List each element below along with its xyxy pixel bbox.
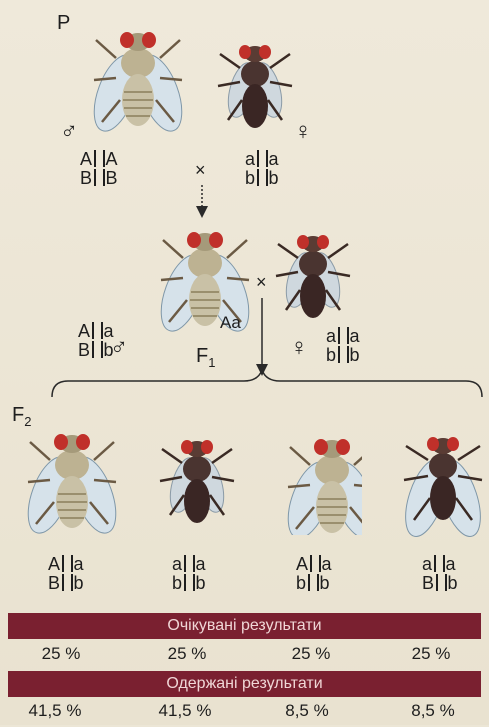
fly-f2-2 [152,425,242,540]
aa-label: Aa [220,313,241,333]
observed-value: 8,5 % [388,701,478,721]
observed-results-header: Одержані результати [8,671,481,697]
fly-black-icon [210,30,300,140]
fly-black-icon [268,220,358,330]
f2-label: F2 [12,404,31,429]
fly-black-icon [152,425,242,535]
fly-grey-icon [282,425,362,535]
fly-grey-icon [88,18,188,148]
observed-value: 8,5 % [262,701,352,721]
expected-value: 25 % [386,644,476,664]
fly-f2-1 [22,420,122,555]
expected-results-header: Очікувані результати [8,613,481,639]
observed-results-row: 41,5 % 41,5 % 8,5 % 8,5 % [8,697,481,727]
p-male-symbol: ♂ [60,120,78,144]
fly-black-winged-icon [398,420,488,550]
expected-results-row: 25 % 25 % 25 % 25 % [8,640,481,670]
observed-value: 41,5 % [10,701,100,721]
expected-value: 25 % [142,644,232,664]
observed-value: 41,5 % [140,701,230,721]
expected-value: 25 % [266,644,356,664]
expected-value: 25 % [16,644,106,664]
fly-f2-3 [282,425,362,540]
p-female-symbol: ♀ [294,120,312,144]
f1-female-symbol: ♀ [290,336,308,360]
fly-grey-icon [22,420,122,550]
fly-p-male [88,18,188,153]
cross-sign-p: × [195,160,206,181]
p-label: P [57,12,70,35]
f1-label: F1 [196,345,215,370]
fly-f1-female [268,220,358,335]
cross-sign-f1: × [256,272,267,293]
f2-brace [52,370,482,397]
fly-f2-4 [398,420,488,555]
fly-p-female [210,30,300,145]
